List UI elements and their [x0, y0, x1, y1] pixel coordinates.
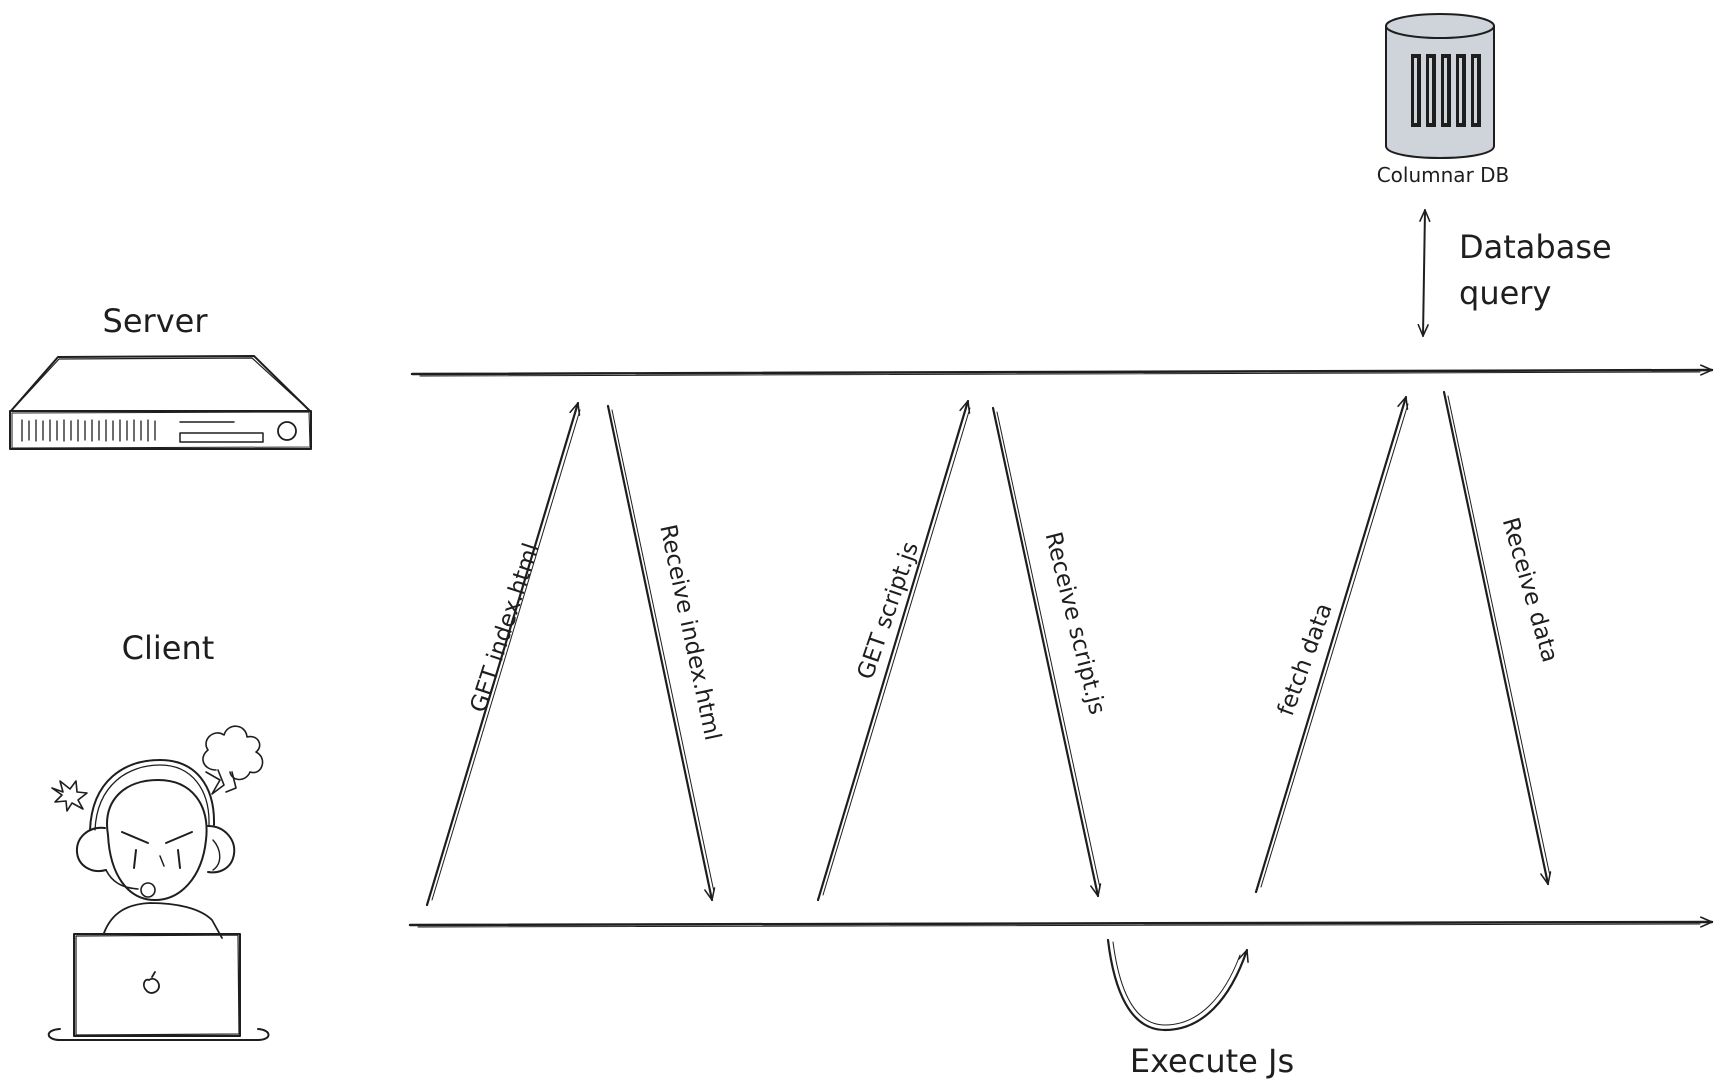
message-label-receive-script: Receive script.js — [1040, 529, 1111, 717]
execute-js-loop-arrow — [1106, 938, 1249, 1032]
message-label-receive-index: Receive index.html — [654, 522, 725, 743]
db-query-arrow — [1417, 209, 1431, 337]
message-label-fetch-data: fetch data — [1273, 600, 1338, 719]
anger-mark-icon — [51, 780, 88, 812]
db-query-label-line2: query — [1459, 274, 1551, 312]
server-timeline — [410, 364, 1714, 377]
message-arrow-get-index — [425, 401, 581, 907]
client-label: Client — [122, 629, 215, 667]
message-label-get-script: GET script.js — [853, 539, 924, 683]
message-arrow-receive-data — [1442, 390, 1552, 886]
message-arrow-receive-index — [606, 404, 716, 902]
message-label-get-index: GET index.html — [466, 540, 545, 716]
client-timeline — [408, 916, 1714, 928]
database-label: Columnar DB — [1377, 163, 1510, 187]
message-arrow-get-script — [816, 399, 971, 902]
db-query-label-line1: Database — [1459, 228, 1612, 266]
server-label: Server — [103, 302, 209, 340]
message-label-receive-data: Receive data — [1497, 515, 1563, 666]
execute-js-label: Execute Js — [1130, 1042, 1294, 1080]
steam-cloud-icon — [202, 725, 264, 795]
message-arrow-fetch-data — [1254, 395, 1409, 894]
frustrated-user-with-laptop-icon — [47, 725, 270, 1041]
server-rack-icon — [9, 355, 312, 450]
message-arrow-receive-script — [991, 406, 1102, 898]
database-cylinder-icon — [1385, 13, 1495, 159]
